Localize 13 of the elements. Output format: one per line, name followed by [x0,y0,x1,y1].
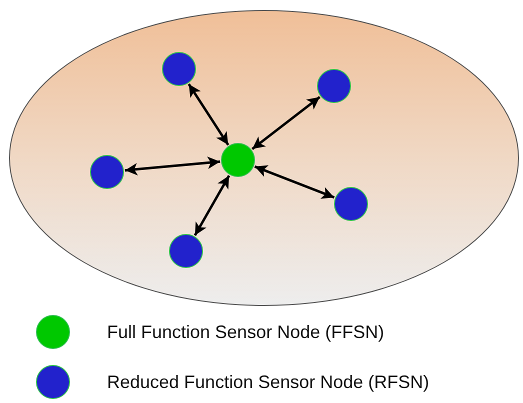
legend-label: Full Function Sensor Node (FFSN) [107,322,384,342]
double-arrow [124,156,220,176]
legend-label: Reduced Function Sensor Node (RFSN) [107,372,430,392]
double-arrow [252,96,320,150]
double-arrow [188,83,230,146]
sensor-node-circle [221,143,255,177]
sensor-node-circle [162,52,196,86]
double-arrow [254,165,335,199]
sensor-node-circle [317,69,351,103]
sensor-node-circle [90,155,124,189]
sensor-node-circle [334,187,368,221]
sensor-node-circle [169,234,203,268]
double-arrow [194,175,230,236]
